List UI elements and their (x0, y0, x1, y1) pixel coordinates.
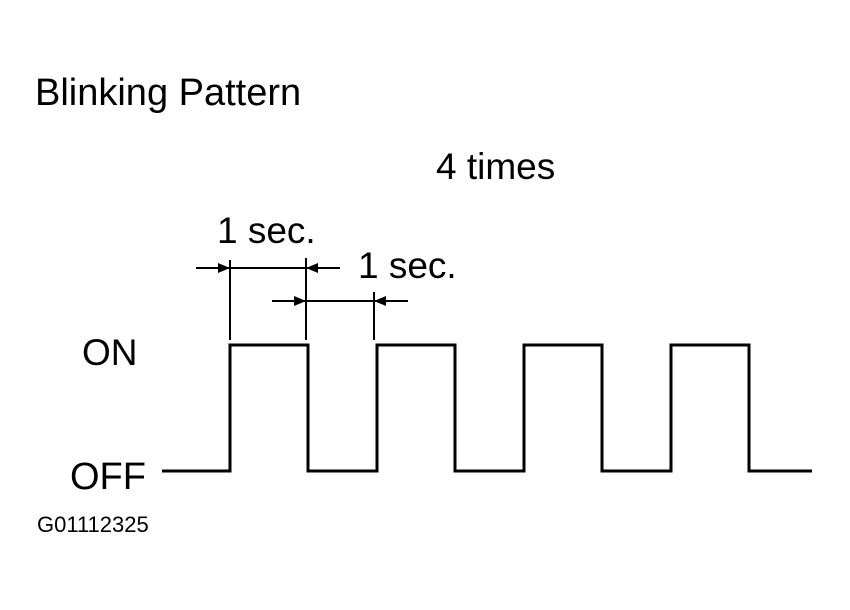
arrowhead-icon (374, 296, 386, 306)
figure-id: G01112325 (37, 512, 149, 537)
arrowhead-icon (306, 263, 318, 273)
dimension-arrowheads (218, 263, 386, 306)
off-duration-label: 1 sec. (358, 245, 457, 286)
off-state-label: OFF (70, 456, 146, 498)
blink-count-label: 4 times (436, 146, 556, 187)
on-off-waveform (162, 343, 812, 473)
dimension-markers (196, 258, 408, 340)
arrowhead-icon (294, 296, 306, 306)
arrowhead-icon (218, 263, 230, 273)
on-duration-label: 1 sec. (217, 210, 316, 251)
on-state-label: ON (82, 332, 138, 373)
figure-title: Blinking Pattern (35, 72, 302, 114)
